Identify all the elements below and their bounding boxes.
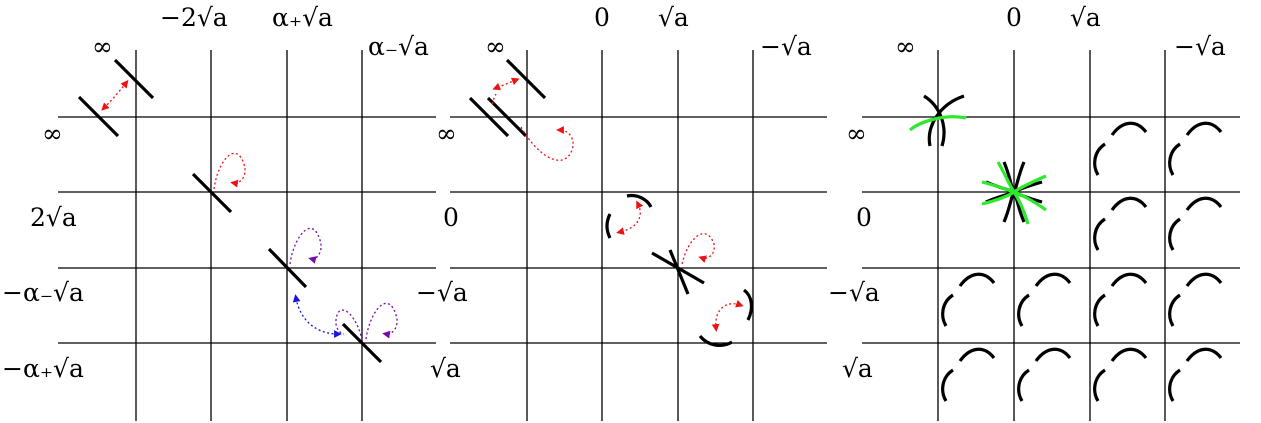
conic-curve bbox=[1110, 347, 1148, 362]
red-orbit-arrow bbox=[616, 200, 644, 235]
conic-cells bbox=[941, 121, 1223, 402]
conic-curve bbox=[1110, 196, 1148, 211]
conic-curve bbox=[1034, 347, 1072, 362]
conic-curve bbox=[605, 213, 612, 239]
col-label: α₋√a bbox=[368, 32, 429, 61]
conic-curve bbox=[1110, 121, 1148, 136]
conic-curve bbox=[1093, 368, 1106, 402]
conic-curve bbox=[1185, 196, 1223, 211]
col-label: 0 bbox=[1006, 3, 1022, 32]
conic-curve bbox=[1168, 368, 1181, 402]
red-loop bbox=[681, 233, 715, 265]
row-label: √a bbox=[430, 354, 461, 383]
conic-curve bbox=[927, 94, 965, 147]
red-loop bbox=[213, 152, 246, 190]
row-label: ∞ bbox=[436, 119, 457, 148]
col-label: ∞ bbox=[92, 32, 113, 61]
red-orbit-arrow bbox=[491, 93, 497, 105]
col-label: α₊√a bbox=[272, 3, 333, 32]
row-label: −α₊√a bbox=[2, 354, 84, 383]
purple-loop bbox=[365, 302, 398, 340]
col-label: −2√a bbox=[160, 3, 228, 32]
exceptional-curve bbox=[267, 247, 308, 289]
purple-loop bbox=[289, 227, 322, 265]
conic-curve bbox=[742, 288, 754, 321]
conic-curve bbox=[698, 334, 733, 347]
conic-curve bbox=[1034, 272, 1072, 287]
red-orbit-arrow bbox=[101, 79, 129, 111]
conic-curve bbox=[1185, 121, 1223, 136]
conic-curve bbox=[1168, 293, 1181, 327]
panel-middle-curves bbox=[468, 58, 754, 347]
green-curve bbox=[981, 174, 1047, 206]
exceptional-curve bbox=[77, 95, 120, 138]
exceptional-curve bbox=[468, 96, 510, 138]
panel-right-curves bbox=[908, 94, 1223, 402]
col-label: ∞ bbox=[895, 32, 916, 61]
conic-curve bbox=[1093, 293, 1106, 327]
conic-curve bbox=[941, 293, 954, 327]
conic-curve bbox=[941, 368, 954, 402]
conic-curve bbox=[958, 272, 996, 287]
row-label: −√a bbox=[416, 278, 468, 307]
red-loop bbox=[520, 126, 574, 161]
exceptional-curve bbox=[668, 249, 690, 295]
conic-curve bbox=[1185, 347, 1223, 362]
panel-right-grid bbox=[862, 50, 1240, 421]
panel-left: ∞ −2√a α₊√a α₋√a ∞ 2√a −α₋√a −α₊√a bbox=[2, 3, 436, 421]
conic-curve bbox=[1017, 293, 1030, 327]
col-label: √a bbox=[1070, 3, 1101, 32]
exceptional-curve bbox=[341, 322, 383, 364]
conic-curve bbox=[1168, 142, 1181, 176]
exceptional-curve bbox=[191, 172, 233, 214]
conic-curve bbox=[1017, 368, 1030, 402]
col-label: 0 bbox=[594, 3, 610, 32]
col-label: −√a bbox=[1174, 32, 1226, 61]
row-label: ∞ bbox=[42, 119, 63, 148]
row-label: 2√a bbox=[30, 203, 77, 232]
conic-curve bbox=[1093, 217, 1106, 251]
panel-middle-grid bbox=[450, 50, 827, 421]
purple-loop bbox=[335, 309, 363, 341]
row-label: √a bbox=[842, 354, 873, 383]
green-curve bbox=[908, 115, 967, 132]
red-orbit-arrow bbox=[711, 300, 744, 332]
panel-right: ∞ 0 √a −√a ∞ 0 −√a √a bbox=[828, 3, 1240, 421]
conic-curve bbox=[1093, 142, 1106, 176]
col-label: ∞ bbox=[485, 32, 506, 61]
red-orbit-arrow bbox=[492, 77, 520, 91]
row-label: −α₋√a bbox=[2, 278, 84, 307]
row-label: 0 bbox=[443, 203, 459, 232]
row-label: ∞ bbox=[846, 119, 867, 148]
exceptional-curve bbox=[113, 58, 155, 100]
conic-curve bbox=[958, 347, 996, 362]
col-label: √a bbox=[658, 3, 689, 32]
conic-curve bbox=[1168, 217, 1181, 251]
conic-curve bbox=[1110, 272, 1148, 287]
row-label: −√a bbox=[828, 278, 880, 307]
exceptional-curve bbox=[505, 58, 547, 100]
exceptional-curve bbox=[486, 96, 528, 138]
row-label: 0 bbox=[856, 203, 872, 232]
conic-curve bbox=[1185, 272, 1223, 287]
panel-middle: ∞ 0 √a −√a ∞ 0 −√a √a bbox=[416, 3, 827, 421]
col-label: −√a bbox=[760, 32, 812, 61]
conic-curve bbox=[626, 193, 653, 208]
panel-left-curves bbox=[77, 58, 398, 364]
panel-left-grid bbox=[58, 50, 436, 421]
blue-orbit-arrow bbox=[292, 294, 342, 338]
